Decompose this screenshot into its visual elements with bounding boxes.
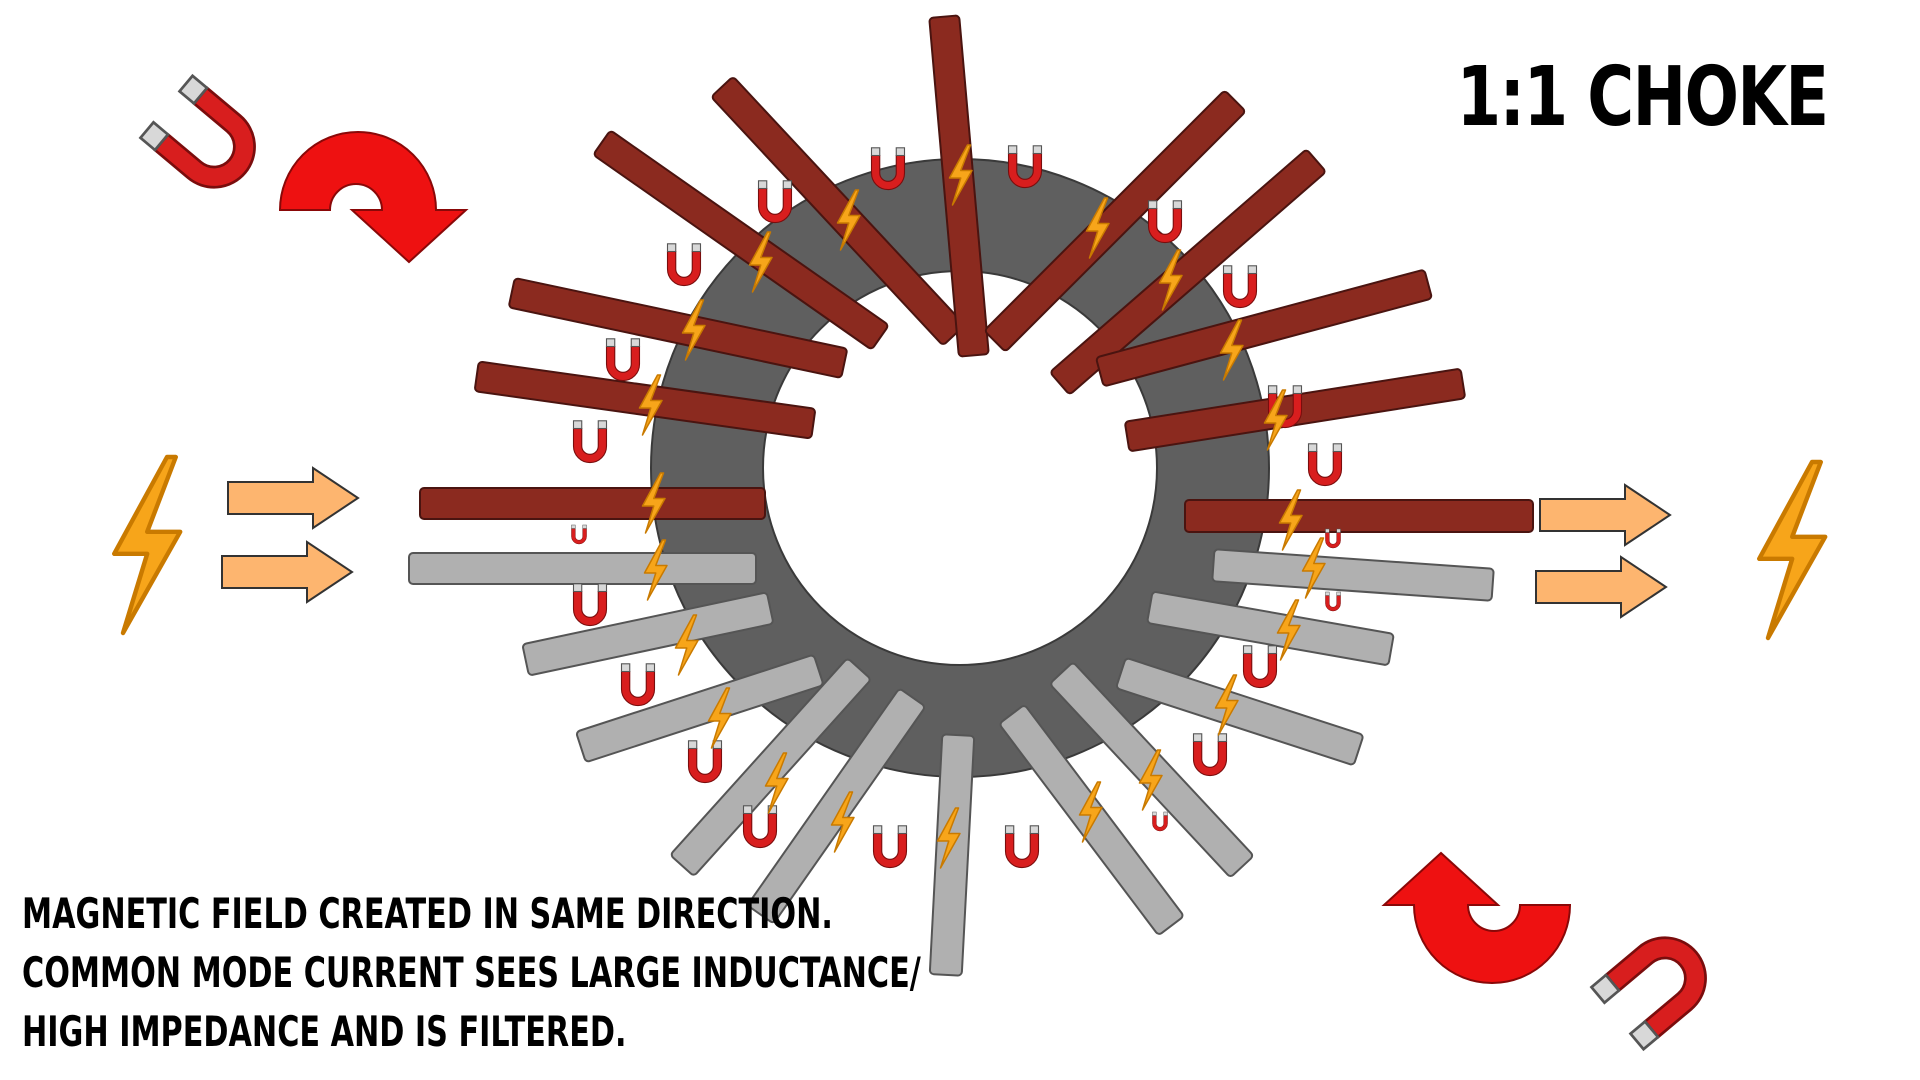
- horseshoe-magnet-icon: [1004, 825, 1040, 869]
- winding-turn: [1095, 269, 1433, 387]
- explanation-caption: MAGNETIC FIELD CREATED IN SAME DIRECTION…: [22, 884, 921, 1061]
- winding-turn: [984, 90, 1246, 352]
- winding-turn: [1211, 548, 1495, 602]
- horseshoe-magnet-icon: [1192, 733, 1228, 777]
- horseshoe-magnet-icon: [757, 180, 793, 224]
- caption-line-1: MAGNETIC FIELD CREATED IN SAME DIRECTION…: [22, 889, 833, 938]
- curved-arrow-icon: [1381, 851, 1572, 984]
- winding-turn: [928, 733, 976, 977]
- output-lightning-bolt-icon: [1759, 462, 1825, 638]
- horseshoe-magnet-icon: [139, 74, 273, 206]
- horseshoe-magnet-icon: [1147, 200, 1183, 244]
- horseshoe-magnet-icon: [572, 420, 608, 464]
- winding-turn: [1050, 149, 1326, 395]
- horseshoe-magnet-icon: [742, 805, 778, 849]
- horseshoe-magnet-icon: [571, 524, 587, 545]
- winding-turn: [747, 688, 925, 924]
- output-arrow-top-icon: [1539, 484, 1671, 546]
- horseshoe-magnet-icon: [1325, 591, 1341, 612]
- curved-arrow-icon: [278, 131, 469, 264]
- winding-turn: [1184, 499, 1534, 533]
- winding-turn: [419, 487, 766, 520]
- horseshoe-magnet-icon: [1590, 919, 1724, 1051]
- winding-turn: [508, 277, 848, 379]
- horseshoe-magnet-icon: [572, 583, 608, 627]
- horseshoe-magnet-icon: [1307, 443, 1343, 487]
- horseshoe-magnet-icon: [1152, 811, 1168, 832]
- input-lightning-bolt-icon: [114, 457, 180, 633]
- page-title: 1:1 CHOKE: [1457, 50, 1829, 145]
- winding-turn: [522, 592, 774, 676]
- horseshoe-magnet-icon: [605, 338, 641, 382]
- horseshoe-magnet-icon: [872, 825, 908, 869]
- winding-turn: [593, 130, 889, 350]
- horseshoe-magnet-icon: [687, 740, 723, 784]
- top-winding: [419, 14, 1534, 533]
- horseshoe-magnet-icon: [1242, 645, 1278, 689]
- horseshoe-magnet-icon: [1222, 265, 1258, 309]
- caption-line-2: COMMON MODE CURRENT SEES LARGE INDUCTANC…: [22, 948, 921, 997]
- input-arrow-bottom-icon: [221, 541, 353, 603]
- winding-turn: [1146, 591, 1395, 666]
- winding-turn: [1115, 657, 1364, 766]
- winding-turn: [408, 552, 757, 585]
- lightning-bolt-icon: [1276, 599, 1301, 661]
- horseshoe-magnet-icon: [620, 663, 656, 707]
- caption-line-3: HIGH IMPEDANCE AND IS FILTERED.: [22, 1007, 627, 1056]
- input-arrow-top-icon: [227, 467, 359, 529]
- winding-turn: [575, 654, 824, 763]
- horseshoe-magnet-icon: [666, 243, 702, 287]
- output-arrow-bottom-icon: [1535, 556, 1667, 618]
